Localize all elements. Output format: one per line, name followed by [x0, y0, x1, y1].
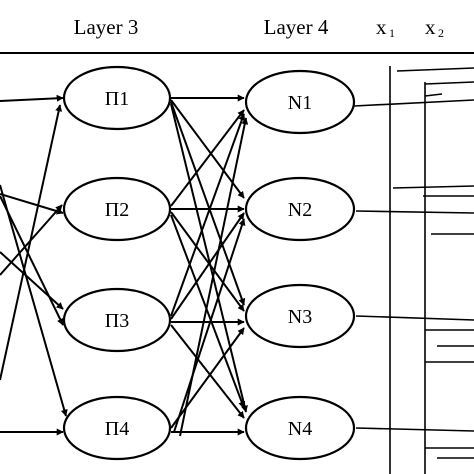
layer3-to-layer4-edges — [170, 94, 249, 437]
x1-header: x 1 — [376, 15, 395, 40]
node-n4: N4 — [244, 395, 356, 461]
node-p3: П3 — [62, 287, 172, 353]
bus-tick — [396, 67, 474, 72]
edge-p1-n4 — [170, 103, 248, 413]
node-label: N3 — [288, 306, 312, 328]
output-n2 — [355, 210, 474, 214]
edge-p3-n2 — [170, 212, 245, 320]
bus-tick — [424, 81, 474, 85]
x2-header: x 2 — [425, 15, 444, 40]
x2-base: x — [425, 15, 436, 39]
edge-p2-n1 — [170, 109, 245, 207]
edge-p3-n4 — [170, 324, 245, 419]
edge-in-6 — [0, 204, 63, 276]
edge-p3-n1 — [170, 113, 246, 317]
output-n4 — [355, 427, 474, 432]
node-n2: N2 — [244, 176, 356, 242]
signal-bus — [389, 66, 474, 474]
edge-in-4 — [0, 195, 64, 326]
x1-base: x — [376, 15, 387, 39]
edge-in-3 — [0, 251, 64, 310]
edge-p1-n3 — [170, 101, 246, 306]
layer-3-header: Layer 3 — [74, 15, 139, 39]
node-label: П3 — [105, 310, 129, 332]
x2-subscript: 2 — [438, 26, 444, 40]
edge-p4-n3 — [170, 327, 245, 429]
edge-p2-n3 — [170, 211, 245, 312]
output-lines — [353, 99, 474, 432]
node-p1: П1 — [62, 65, 172, 131]
layer-3-nodes: П1 П2 П3 П4 — [62, 65, 172, 461]
node-n1: N1 — [244, 69, 356, 135]
layer-4-header: Layer 4 — [264, 15, 329, 39]
node-p4: П4 — [62, 395, 172, 461]
edge-in-7 — [0, 184, 68, 417]
output-n1 — [353, 99, 474, 107]
edge-p2-n4 — [170, 214, 246, 409]
edge-in-2 — [0, 193, 64, 215]
edge-p4-n2 — [173, 218, 246, 433]
edge-in-1 — [0, 94, 64, 102]
node-n3: N3 — [244, 283, 356, 349]
x1-subscript: 1 — [389, 26, 395, 40]
node-p2: П2 — [62, 176, 172, 242]
node-label: N1 — [288, 92, 312, 114]
node-label: N4 — [288, 418, 312, 440]
output-n3 — [355, 315, 474, 321]
incoming-edges — [0, 94, 68, 436]
bus-tick — [424, 93, 443, 97]
node-label: П1 — [105, 88, 129, 110]
node-label: П4 — [105, 418, 129, 440]
layer-4-nodes: N1 N2 N3 N4 — [244, 69, 356, 461]
bus-tick — [392, 185, 474, 189]
node-label: П2 — [105, 199, 129, 221]
node-label: N2 — [288, 199, 312, 221]
